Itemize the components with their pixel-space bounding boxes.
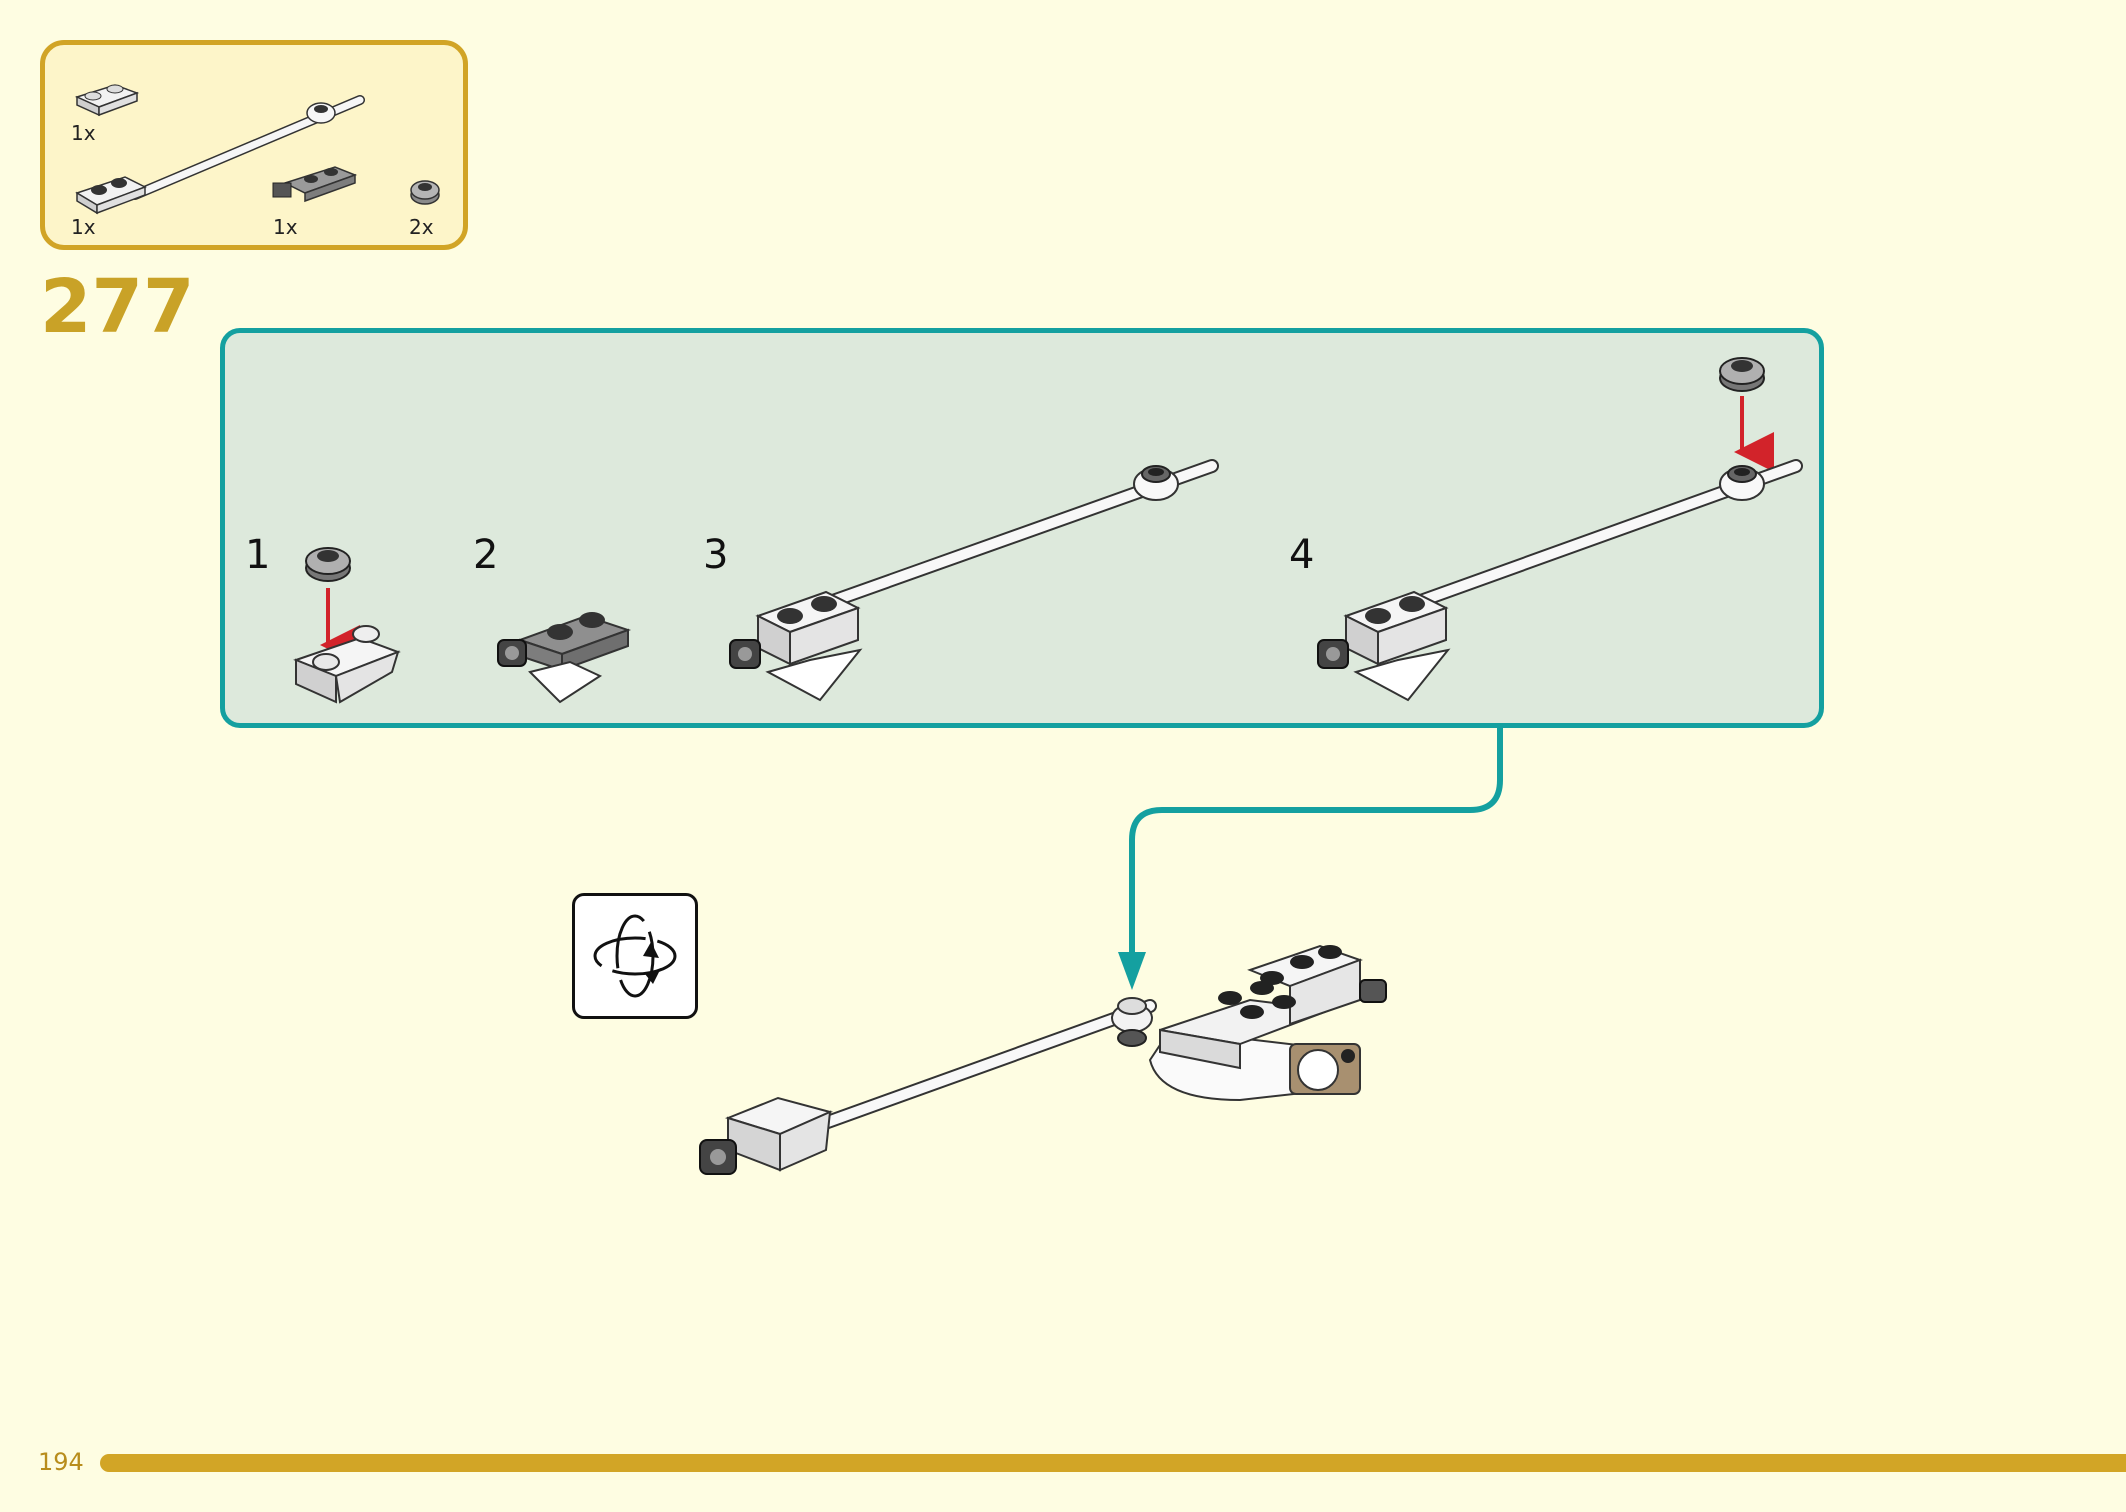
footer-bar: [100, 1454, 2126, 1472]
teal-connector-arrow: [1118, 726, 1503, 990]
parts-list-box: 1x 1x 1x 2x: [40, 40, 468, 250]
sub-step-label: 3: [703, 532, 729, 578]
rotate-model-icon: [572, 893, 698, 1019]
qty-label: 1x: [71, 121, 96, 145]
sub-step-label: 4: [1289, 532, 1315, 578]
qty-label: 2x: [409, 215, 434, 239]
page-number: 194: [38, 1448, 84, 1476]
main-model-illustration: [699, 944, 1387, 1175]
step-number: 277: [40, 264, 195, 350]
plate-with-bar-icon: [75, 95, 365, 215]
sub-step-label: 2: [473, 532, 499, 578]
hinge-plate-icon: [272, 166, 358, 203]
qty-label: 1x: [71, 215, 96, 239]
sub-step-label: 1: [245, 532, 271, 578]
parts-list-art: [74, 84, 440, 215]
curved-slope-plate-icon: [74, 84, 140, 117]
sub-step-3-illustration: [729, 459, 1219, 702]
sub-step-4-illustration: [1317, 357, 1803, 702]
sub-step-2-illustration: [497, 612, 632, 704]
qty-label: 1x: [273, 215, 298, 239]
sub-step-1-illustration: [293, 547, 401, 704]
round-plate-icon: [410, 180, 440, 205]
